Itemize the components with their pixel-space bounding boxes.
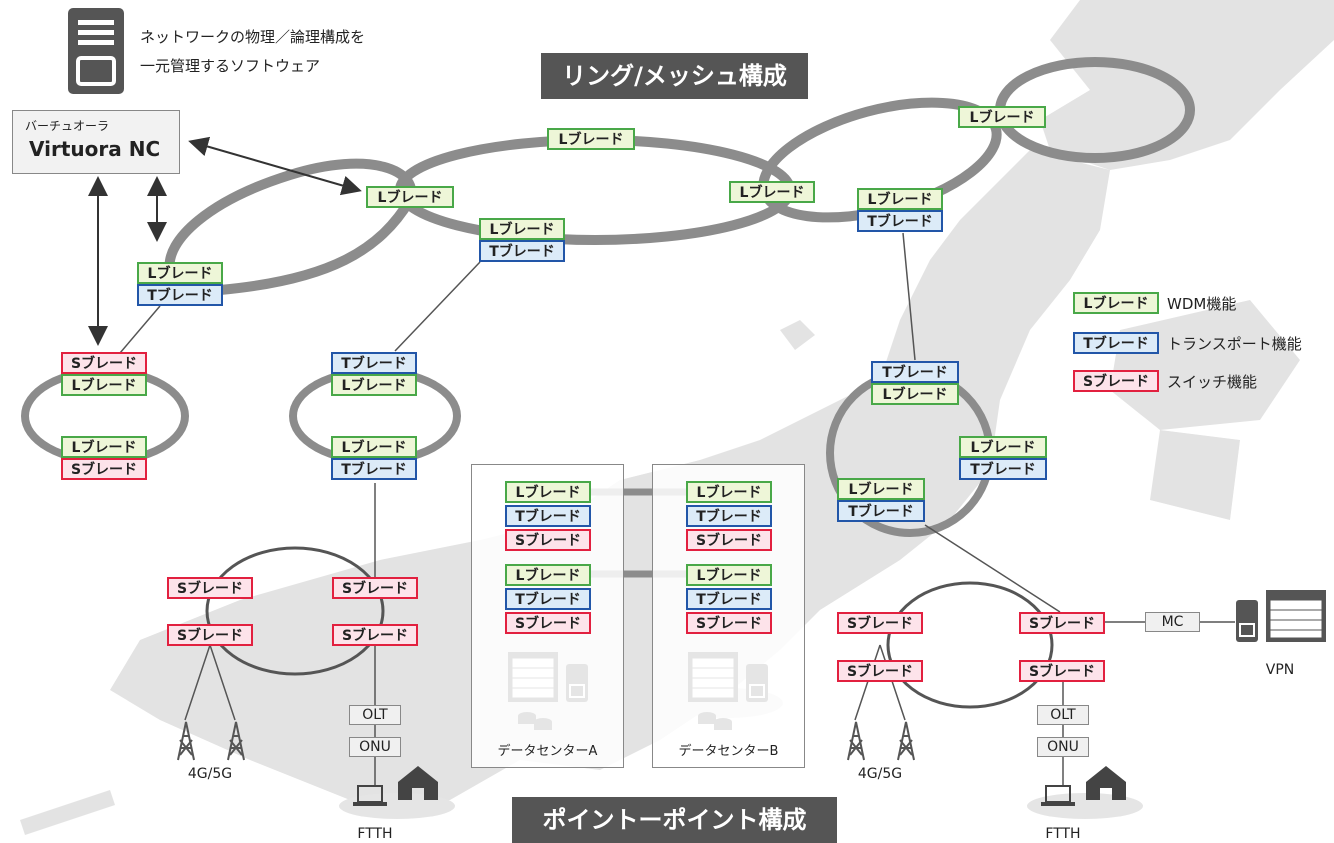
virtuora-nc-box[interactable]: バーチュオーラ Virtuora NC	[12, 110, 180, 174]
legend-t-swatch: Tブレード	[1073, 332, 1159, 354]
datacenter-b-label: データセンターB	[678, 744, 779, 759]
blade-s: Sブレード	[61, 352, 147, 374]
datacenter-a-label: データセンターA	[497, 744, 598, 759]
blade-l: Lブレード	[959, 436, 1047, 458]
ring-mesh-banner: リング/メッシュ構成	[541, 53, 808, 99]
olt-box: OLT	[1037, 705, 1089, 725]
blade-t: Tブレード	[837, 500, 925, 522]
blade-t: Tブレード	[331, 352, 417, 374]
software-desc-line2: 一元管理するソフトウェア	[140, 57, 321, 75]
virtuora-kana: バーチュオーラ	[25, 119, 110, 133]
blade-l: Lブレード	[505, 481, 591, 503]
vpn-building-icon	[1236, 590, 1326, 642]
blade-t: Tブレード	[686, 588, 772, 610]
blade-l: Lブレード	[137, 262, 223, 284]
software-desc-line1: ネットワークの物理／論理構成を	[140, 28, 366, 46]
blade-l: Lブレード	[61, 374, 147, 396]
blade-l: Lブレード	[686, 481, 772, 503]
blade-t: Tブレード	[505, 505, 591, 527]
legend-l-swatch: Lブレード	[1073, 292, 1159, 314]
blade-s: Sブレード	[61, 458, 147, 480]
blade-t: Tブレード	[505, 588, 591, 610]
blade-s: Sブレード	[332, 624, 418, 646]
legend-s-swatch: Sブレード	[1073, 370, 1159, 392]
blade-l: Lブレード	[331, 436, 417, 458]
blade-s: Sブレード	[837, 612, 923, 634]
blade-l: Lブレード	[857, 188, 943, 210]
blade-l: Lブレード	[479, 218, 565, 240]
blade-t: Tブレード	[479, 240, 565, 262]
blade-l: Lブレード	[837, 478, 925, 500]
server-icon	[68, 8, 124, 94]
blade-l: Lブレード	[958, 106, 1046, 128]
blade-l: Lブレード	[366, 186, 454, 208]
virtuora-name: Virtuora NC	[29, 137, 161, 161]
blade-s: Sブレード	[686, 529, 772, 551]
legend-t-text: トランスポート機能	[1167, 335, 1302, 353]
connector-lines	[119, 232, 1235, 785]
blade-l: Lブレード	[61, 436, 147, 458]
blade-s: Sブレード	[686, 612, 772, 634]
vpn-label: VPN	[1265, 662, 1295, 678]
blade-s: Sブレード	[505, 612, 591, 634]
blade-l: Lブレード	[729, 181, 815, 203]
lower-rings	[205, 546, 1054, 709]
blade-t: Tブレード	[871, 361, 959, 383]
legend-s-text: スイッチ機能	[1167, 373, 1258, 391]
antenna-tower-icon	[177, 721, 915, 761]
blade-t: Tブレード	[857, 210, 943, 232]
blade-s: Sブレード	[837, 660, 923, 682]
blade-s: Sブレード	[167, 624, 253, 646]
mobile-label: 4G/5G	[857, 766, 903, 782]
blade-t: Tブレード	[331, 458, 417, 480]
blade-s: Sブレード	[167, 577, 253, 599]
blade-l: Lブレード	[547, 128, 635, 150]
ftth-label: FTTH	[1045, 826, 1081, 842]
olt-box: OLT	[349, 705, 401, 725]
mc-box: MC	[1145, 612, 1200, 632]
management-arrows	[88, 136, 362, 346]
mobile-label: 4G/5G	[187, 766, 233, 782]
legend-l-text: WDM機能	[1167, 295, 1237, 313]
blade-s: Sブレード	[1019, 660, 1105, 682]
p2p-banner: ポイントーポイント構成	[512, 797, 837, 843]
blade-t: Tブレード	[686, 505, 772, 527]
ftth-label: FTTH	[357, 826, 393, 842]
blade-l: Lブレード	[686, 564, 772, 586]
onu-box: ONU	[349, 737, 401, 757]
blade-s: Sブレード	[332, 577, 418, 599]
onu-box: ONU	[1037, 737, 1089, 757]
blade-s: Sブレード	[505, 529, 591, 551]
blade-l: Lブレード	[871, 383, 959, 405]
home-laptop-icon	[339, 766, 1143, 819]
blade-l: Lブレード	[331, 374, 417, 396]
blade-l: Lブレード	[505, 564, 591, 586]
blade-t: Tブレード	[959, 458, 1047, 480]
blade-t: Tブレード	[137, 284, 223, 306]
blade-s: Sブレード	[1019, 612, 1105, 634]
